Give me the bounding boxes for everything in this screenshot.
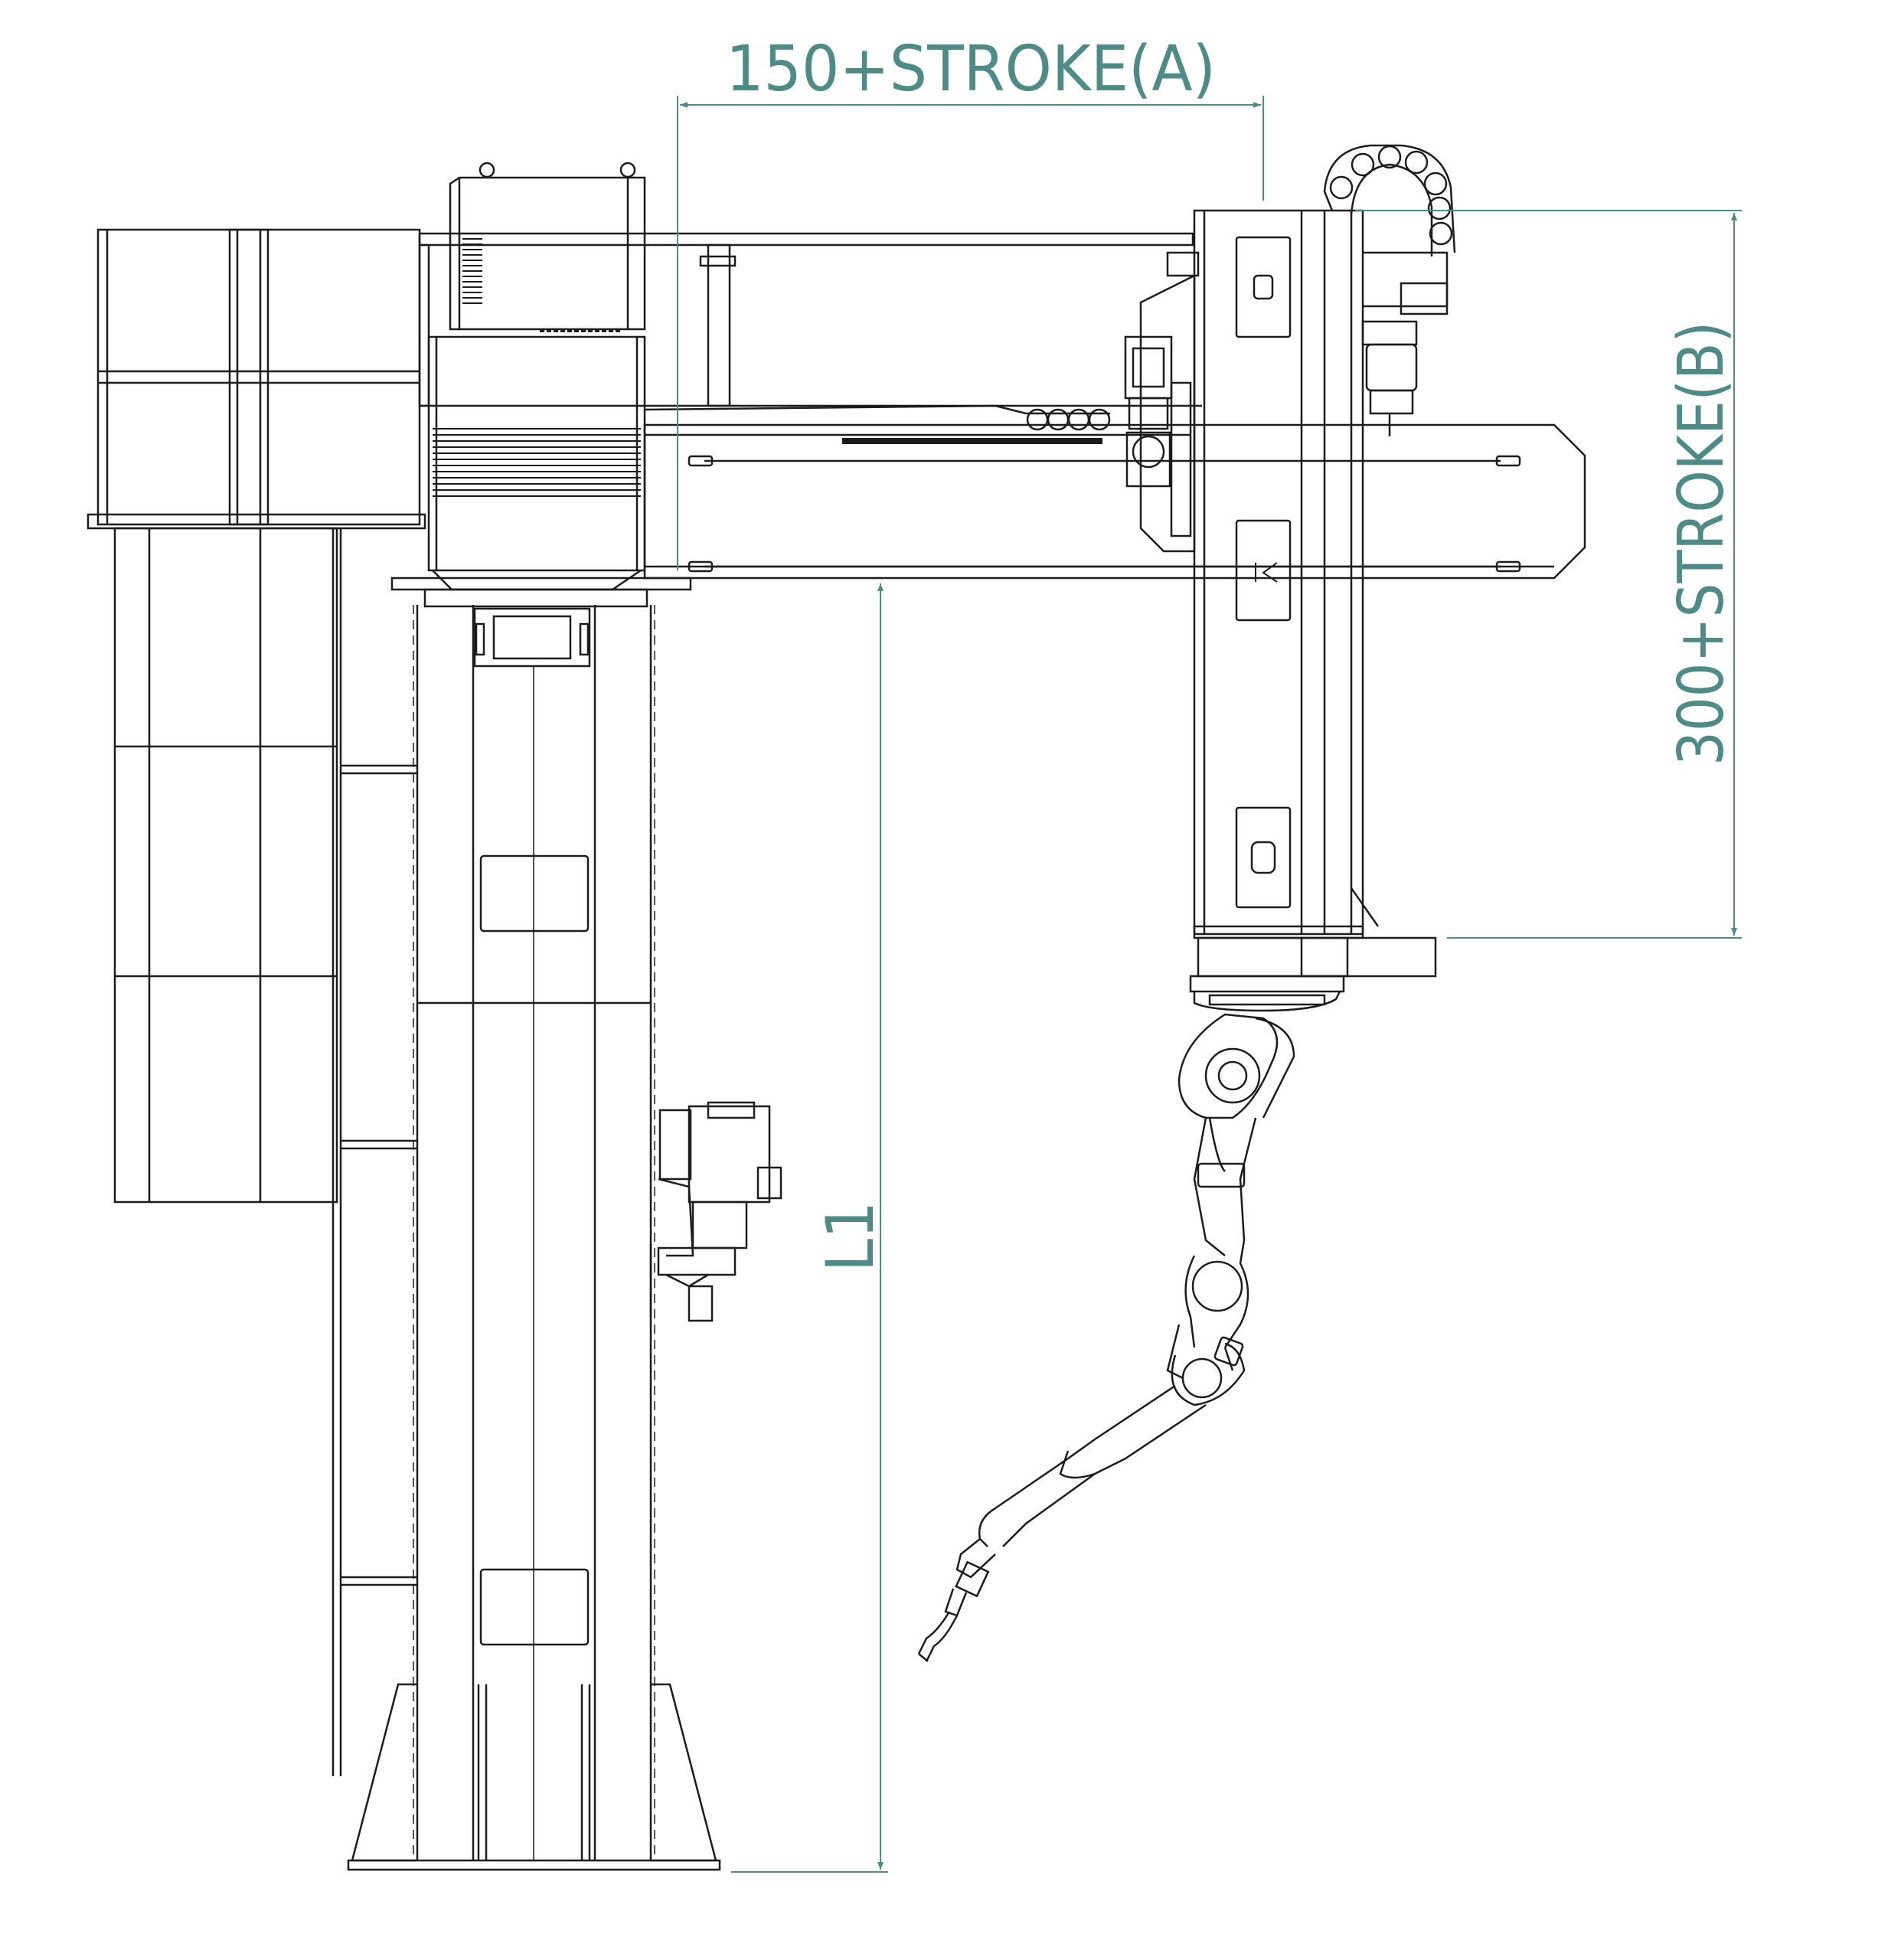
- operator-platform: [87, 228, 426, 1776]
- housing-ribs: [433, 428, 641, 497]
- cable-carrier: [1323, 144, 1456, 436]
- dimension-label-b: 300+STROKE(B): [1665, 322, 1738, 766]
- top-housing: [390, 162, 692, 608]
- dimension-label-l1: L1: [812, 1201, 889, 1272]
- dimension-label-a: 150+STROKE(A): [726, 33, 1216, 106]
- vertical-slide: [1189, 209, 1437, 993]
- vent-grille: [462, 233, 482, 304]
- dimension-lines: [677, 96, 1742, 1873]
- horizontal-beam: [643, 404, 1586, 580]
- K-logo-icon: [1255, 562, 1278, 583]
- welding-robot-arm: [917, 991, 1341, 1662]
- wire-feeder: [649, 1101, 782, 1322]
- support-column: [347, 605, 721, 1871]
- carriage-drive: [1124, 273, 1196, 553]
- upper-guard-rail: [418, 232, 1202, 407]
